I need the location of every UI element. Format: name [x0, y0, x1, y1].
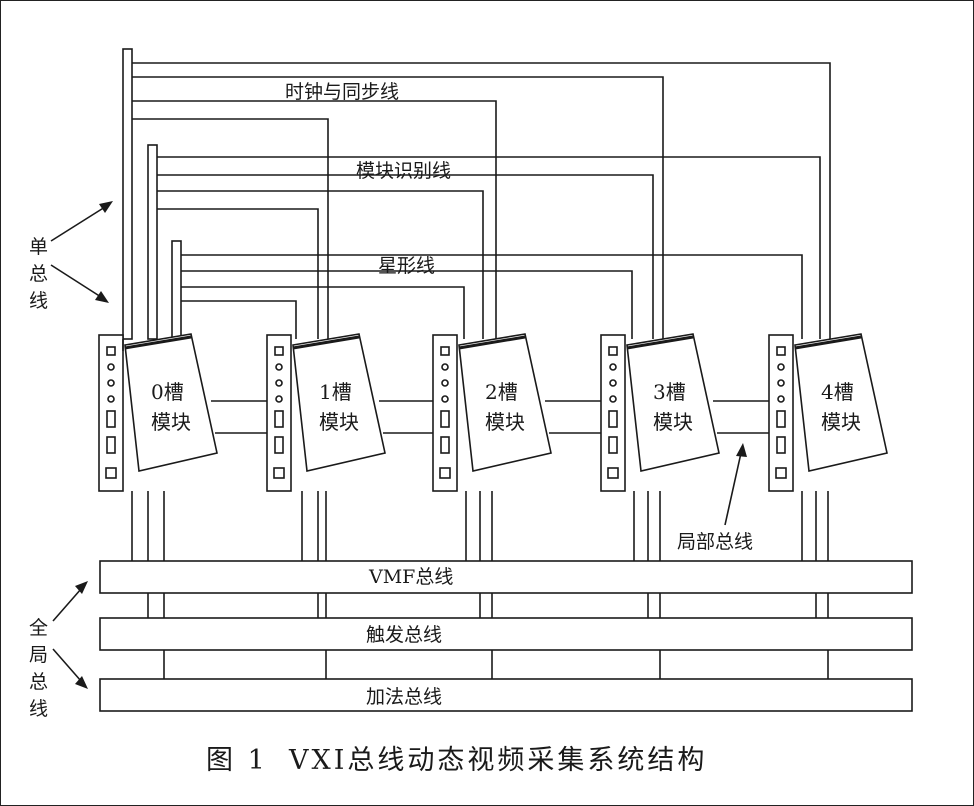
module-slot-1: 1槽 模块 [266, 333, 386, 492]
trigger-bus-label: 触发总线 [366, 624, 442, 646]
local-bus-lines [211, 400, 775, 434]
module-slot-0: 0槽 模块 [98, 333, 218, 492]
module-2-label: 2槽 [485, 380, 518, 404]
single-bus-label-char-3: 线 [29, 290, 48, 312]
vmf-bus [99, 560, 913, 594]
module-1-label: 1槽 [319, 380, 352, 404]
global-bus-label-char-2: 局 [29, 644, 48, 666]
sum-bus-label: 加法总线 [366, 686, 442, 708]
module-0-sublabel: 模块 [151, 410, 191, 434]
star-lines [181, 254, 803, 339]
module-4-sublabel: 模块 [821, 410, 861, 434]
module-1-sublabel: 模块 [319, 410, 359, 434]
clock-sync-riser [122, 48, 133, 340]
module-3-sublabel: 模块 [653, 410, 693, 434]
figure-caption-title: VXI总线动态视频采集系统结构 [288, 745, 707, 776]
single-bus-arrows [50, 201, 113, 303]
module-id-riser [147, 144, 158, 340]
global-bus-label-char-3: 总 [29, 671, 48, 693]
module-4-label: 4槽 [821, 380, 854, 404]
global-bus-arrows [52, 581, 88, 689]
local-bus-arrow [724, 443, 747, 526]
clock-sync-line-label: 时钟与同步线 [285, 81, 399, 103]
single-bus-label-char-2: 总 [29, 263, 48, 285]
module-0-label: 0槽 [151, 380, 184, 404]
global-bus-label-char-1: 全 [29, 617, 48, 639]
local-bus-label: 局部总线 [677, 531, 753, 553]
module-slot-3: 3槽 模块 [600, 333, 720, 492]
module-3-label: 3槽 [653, 380, 686, 404]
global-bus-label-char-4: 线 [29, 698, 48, 720]
module-2-sublabel: 模块 [485, 410, 525, 434]
module-id-line-label: 模块识别线 [356, 160, 451, 182]
module-id-lines [157, 156, 821, 339]
star-line-riser [171, 240, 182, 340]
sum-bus [99, 678, 913, 712]
single-bus-label-char-1: 单 [29, 236, 48, 258]
clock-sync-lines [132, 62, 831, 339]
module-slot-2: 2槽 模块 [432, 333, 552, 492]
star-line-label: 星形线 [378, 255, 435, 277]
trigger-bus [99, 617, 913, 651]
vmf-bus-label: VMF总线 [368, 566, 453, 588]
module-slot-4: 4槽 模块 [768, 333, 888, 492]
figure-caption-number: 图 1 [206, 745, 268, 776]
